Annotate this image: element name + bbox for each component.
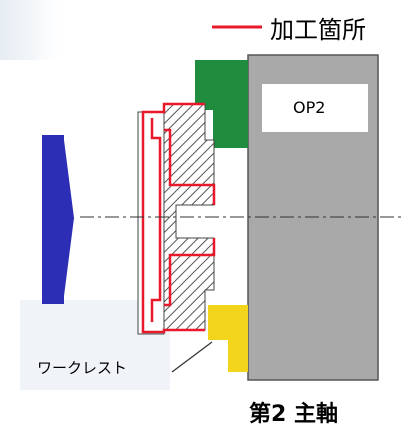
upper-jaw-block xyxy=(195,60,248,148)
feed-arrow-icon xyxy=(42,135,74,304)
work-rest-block xyxy=(208,305,248,372)
work-rest-label: ワークレスト xyxy=(37,359,128,377)
machining-outline xyxy=(141,102,205,334)
work-rest-leader xyxy=(171,341,213,373)
op-label: OP2 xyxy=(293,98,326,117)
op-label-box xyxy=(262,84,368,132)
legend-label: 加工箇所 xyxy=(270,16,366,44)
background-panel-left xyxy=(0,0,60,60)
spindle-label: 第2 主軸 xyxy=(249,402,338,427)
machining-outline-bore xyxy=(164,128,216,205)
machining-outline-inner xyxy=(150,118,162,322)
machining-outline-bore-lower xyxy=(164,238,216,307)
